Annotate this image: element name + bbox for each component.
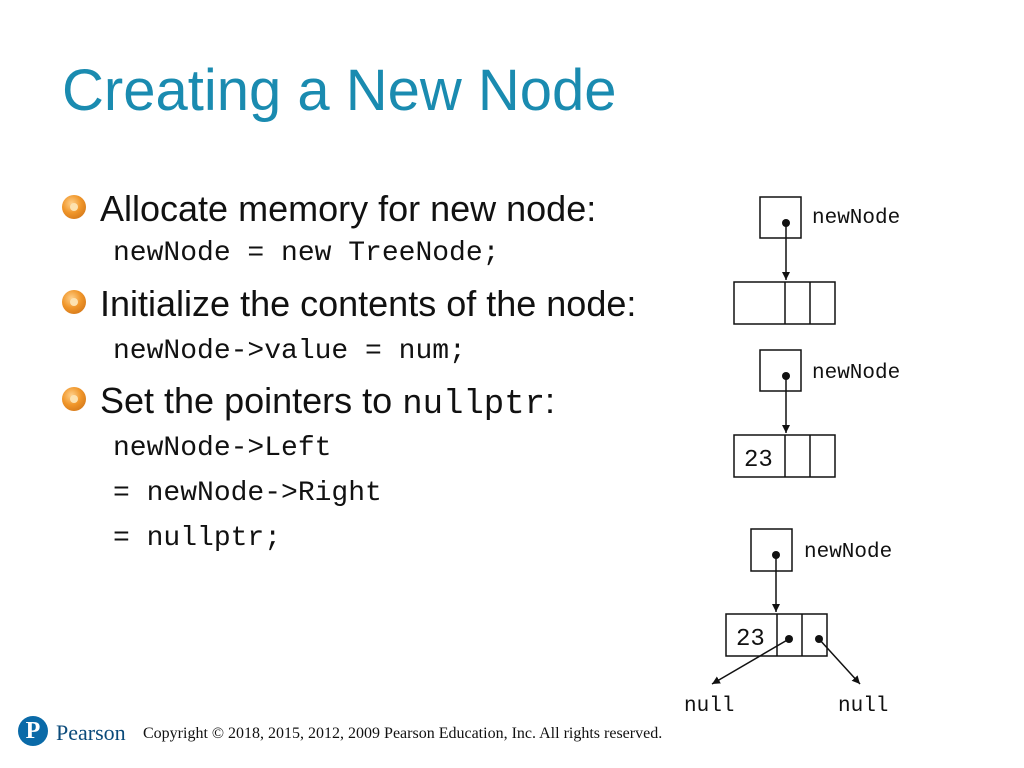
- left-null-label: null: [684, 695, 734, 718]
- orange-bullet-icon: [62, 290, 86, 315]
- bullet-text: Initialize the contents of the node:: [100, 283, 637, 324]
- code-line: newNode = new TreeNode;: [113, 238, 500, 269]
- slide-title: Creating a New Node: [62, 58, 617, 123]
- copyright-text: Copyright © 2018, 2015, 2012, 2009 Pears…: [143, 725, 663, 742]
- pointer-label: newNode: [804, 541, 892, 564]
- orange-bullet-icon: [62, 387, 86, 412]
- right-null-arrow: [818, 638, 861, 685]
- pointer-box: [750, 528, 793, 572]
- footer: P Pearson Copyright © 2018, 2015, 2012, …: [0, 712, 1024, 762]
- bullet-text: Allocate memory for new node:: [100, 188, 597, 229]
- bullet-text: Set the pointers to: [100, 380, 403, 421]
- node-value: 23: [744, 447, 773, 474]
- pointer-box: [759, 196, 802, 239]
- right-null-label: null: [838, 695, 888, 718]
- node-value: 23: [736, 626, 765, 653]
- code-line: = nullptr;: [113, 523, 282, 554]
- stage-initialize: newNode 23: [733, 349, 900, 478]
- code-line: = newNode->Right: [113, 478, 382, 509]
- orange-bullet-icon: [62, 195, 86, 220]
- bullet-text-suffix: :: [545, 380, 556, 421]
- pointer-box: [759, 349, 802, 392]
- code-line: newNode->value = num;: [113, 336, 466, 367]
- bullet-inline-code: nullptr: [402, 386, 546, 424]
- bullet-allocate: Allocate memory for new node:: [62, 188, 596, 230]
- stage-set-pointers: newNode 23 null null: [684, 528, 892, 718]
- pearson-logo-icon: P: [18, 716, 48, 746]
- pointer-label: newNode: [812, 362, 900, 385]
- code-line: newNode->Left: [113, 433, 332, 464]
- stage-allocate: newNode: [733, 196, 900, 325]
- left-null-arrow: [711, 638, 790, 685]
- pointer-label: newNode: [812, 207, 900, 230]
- pearson-wordmark: Pearson: [56, 720, 126, 745]
- bullet-set-pointers: Set the pointers to nullptr:: [62, 380, 555, 424]
- bullet-initialize: Initialize the contents of the node:: [62, 283, 636, 325]
